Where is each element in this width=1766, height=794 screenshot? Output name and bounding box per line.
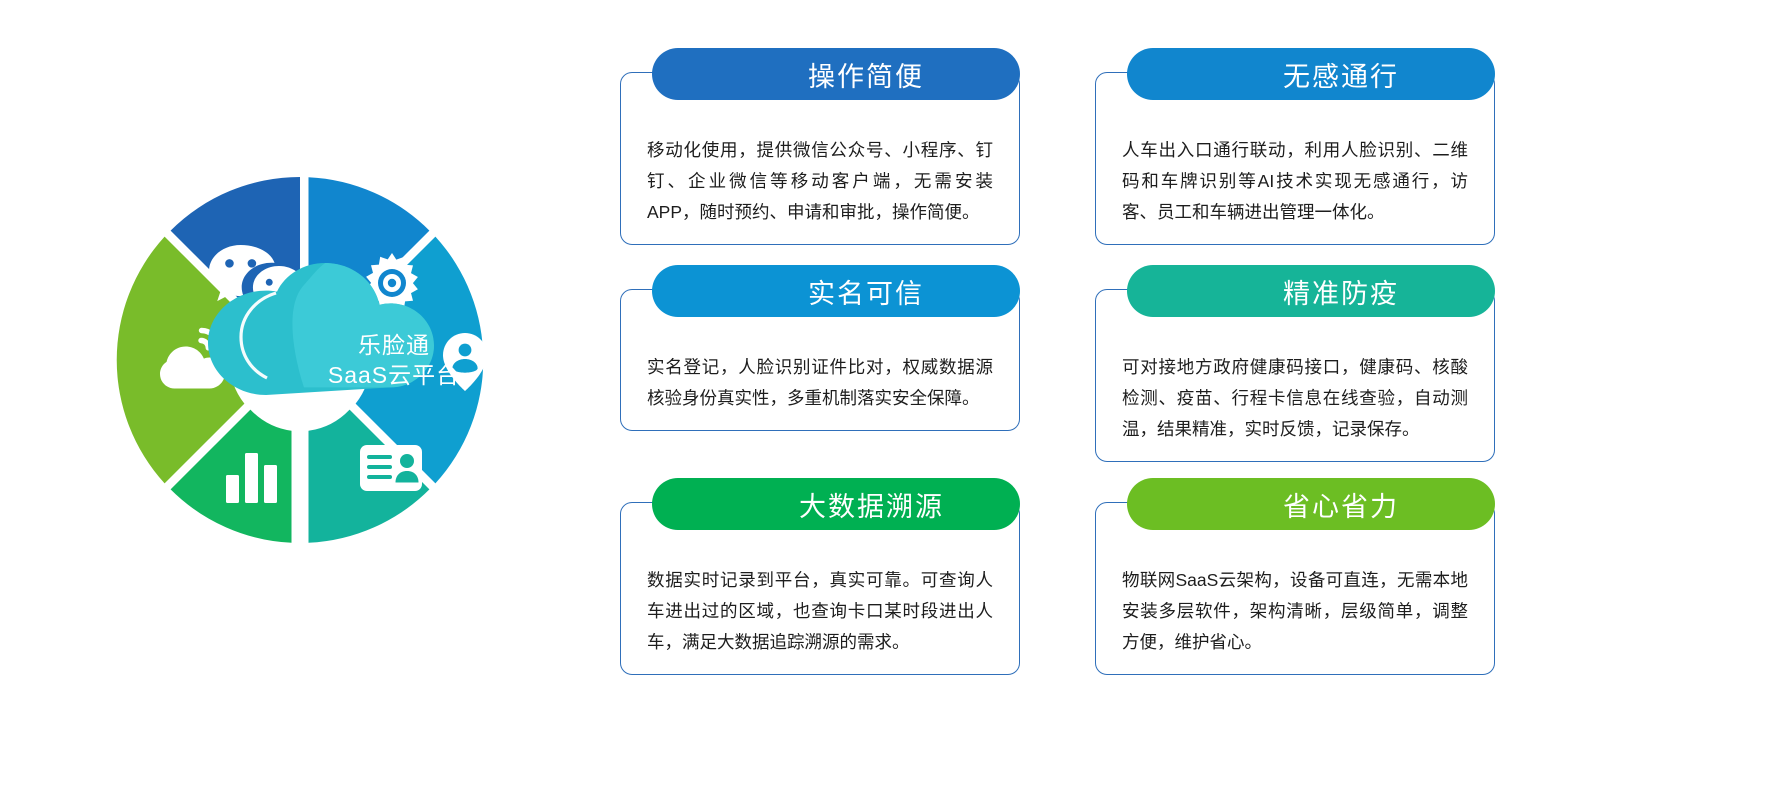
card-description: 可对接地方政府健康码接口，健康码、核酸检测、疫苗、行程卡信息在线查验，自动测温，… xyxy=(1122,357,1468,440)
location-pin-icon xyxy=(443,333,487,391)
card-header[interactable]: 实名可信 xyxy=(652,265,1020,317)
card-description: 人车出入口通行联动，利用人脸识别、二维码和车牌识别等AI技术实现无感通行，访客、… xyxy=(1122,140,1468,223)
center-cloud-logo xyxy=(208,263,434,395)
card-header[interactable]: 精准防疫 xyxy=(1127,265,1495,317)
card-description: 数据实时记录到平台，真实可靠。可查询人车进出过的区域，也查询卡口某时段进出人车，… xyxy=(647,570,993,653)
card-body: 人车出入口通行联动，利用人脸识别、二维码和车牌识别等AI技术实现无感通行，访客、… xyxy=(1095,72,1495,246)
card-title: 省心省力 xyxy=(1283,491,1399,522)
card-title: 大数据溯源 xyxy=(799,491,944,522)
logo-line-1: 乐脸通 xyxy=(358,331,430,358)
card-body: 可对接地方政府健康码接口，健康码、核酸检测、疫苗、行程卡信息在线查验，自动测温，… xyxy=(1095,289,1495,463)
card-title: 精准防疫 xyxy=(1283,278,1399,309)
card-header[interactable]: 无感通行 xyxy=(1127,48,1495,100)
card-title: 实名可信 xyxy=(808,278,924,309)
cloud-logo-text: 乐脸通 SaaS云平台 xyxy=(238,265,510,455)
card-description: 实名登记，人脸识别证件比对，权威数据源核验身份真实性，多重机制落实安全保障。 xyxy=(647,357,993,409)
platform-wheel-diagram: 乐脸通 SaaS云平台 xyxy=(60,115,540,605)
card-body: 数据实时记录到平台，真实可靠。可查询人车进出过的区域，也查询卡口某时段进出人车，… xyxy=(620,502,1020,676)
card-body: 移动化使用，提供微信公众号、小程序、钉钉、企业微信等移动客户端，无需安装APP，… xyxy=(620,72,1020,246)
card-title: 操作简便 xyxy=(808,61,924,92)
gear-icon xyxy=(366,253,418,313)
card-header[interactable]: 大数据溯源 xyxy=(652,478,1020,530)
card-description: 移动化使用，提供微信公众号、小程序、钉钉、企业微信等移动客户端，无需安装APP，… xyxy=(647,140,993,223)
card-header[interactable]: 省心省力 xyxy=(1127,478,1495,530)
wheel-svg xyxy=(116,177,487,543)
card-header[interactable]: 操作简便 xyxy=(652,48,1020,100)
card-body: 物联网SaaS云架构，设备可直连，无需本地安装多层软件，架构清晰，层级简单，调整… xyxy=(1095,502,1495,676)
bar-chart-icon xyxy=(226,453,277,503)
cloud-logo-text-wrap: 乐脸通 SaaS云平台 xyxy=(238,265,510,455)
id-card-icon xyxy=(360,445,422,491)
card-description: 物联网SaaS云架构，设备可直连，无需本地安装多层软件，架构清晰，层级简单，调整… xyxy=(1122,570,1468,653)
card-title: 无感通行 xyxy=(1283,61,1399,92)
logo-line-2: SaaS云平台 xyxy=(327,362,461,388)
